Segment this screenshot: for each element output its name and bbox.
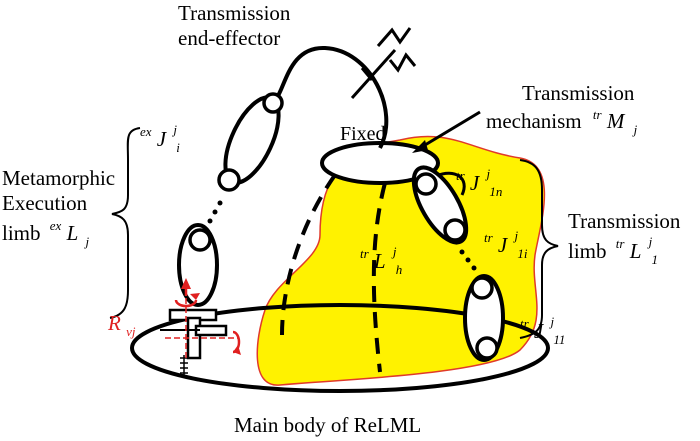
end-effector-label-line1: Transmission: [178, 1, 291, 25]
left-joint-lower: [177, 223, 219, 307]
left-limb-top-link: [270, 45, 389, 149]
tr-lh-label: tr L j h: [360, 237, 402, 277]
metamorphic-label-line1: Metamorphic: [2, 166, 115, 190]
metamorphic-label-line2: Execution: [2, 191, 88, 215]
end-effector-gripper: [350, 27, 417, 100]
ex-joint-label: ex J j i: [140, 115, 182, 155]
right-joint-1n: [411, 165, 469, 245]
tr-j11-label: tr J j 11: [520, 307, 565, 347]
left-limb-dots: [207, 200, 223, 224]
mechanism-label-line1: Transmission: [522, 81, 635, 105]
right-limb-dots: [459, 249, 477, 271]
right-brace: [519, 159, 559, 339]
limb-dashed-middle: [371, 182, 387, 373]
left-joint-upper: [217, 92, 284, 192]
right-joint-11: [463, 274, 505, 362]
fixed-label: Fixed: [340, 123, 386, 145]
transmission-limb-label-line2: limb tr L j 1: [568, 227, 658, 267]
fixed-ring: [320, 141, 440, 185]
metamorphic-label-line3: limb ex L j: [2, 211, 90, 249]
end-effector-label-line2: end-effector: [178, 26, 280, 50]
left-brace: [109, 127, 141, 319]
revolute-joint-rvj: [160, 278, 241, 378]
main-body-label: Main body of ReLML: [234, 413, 421, 437]
tr-j1i-label: tr J j 1i: [484, 221, 528, 261]
mechanism-label-line2: mechanism tr M j: [486, 100, 638, 137]
rvj-label: R vj: [107, 311, 136, 339]
tr-j1n-label: tr J j 1n: [456, 159, 502, 199]
transmission-limb-label-line1: Transmission: [568, 209, 681, 233]
mechanism-arrow: [412, 110, 481, 153]
limb-dashed-left: [280, 173, 337, 336]
main-body-ellipse: [130, 303, 550, 393]
